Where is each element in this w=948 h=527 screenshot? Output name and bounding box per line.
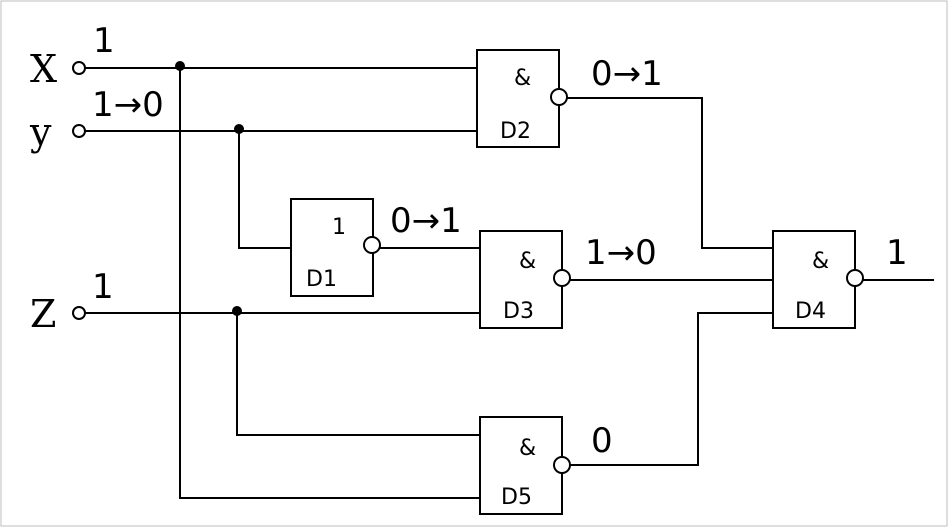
- gate-d1-body: [290, 198, 374, 297]
- gate-d3: & D3: [479, 230, 571, 329]
- input-z-value: 1: [92, 267, 114, 307]
- gate-d2-name: D2: [500, 119, 531, 144]
- gate-d4-body: [772, 230, 856, 329]
- gate-d1-name: D1: [306, 267, 337, 292]
- gate-d4-output-value: 1: [886, 233, 908, 273]
- input-x-terminal: [72, 61, 86, 75]
- gate-d3-output-value: 1→0: [585, 233, 657, 273]
- gate-d5-output-value: 0: [591, 421, 613, 461]
- gate-d2-body: [476, 49, 560, 148]
- wire-y-to-d1: [238, 128, 292, 249]
- input-z-label: Z: [30, 292, 56, 336]
- input-x-value: 1: [93, 21, 115, 61]
- junction-z: [232, 306, 242, 316]
- gate-d5-name: D5: [501, 485, 532, 510]
- gate-d1-symbol: 1: [332, 215, 346, 240]
- input-y-label: y: [29, 110, 52, 154]
- gate-d4: & D4: [772, 230, 864, 329]
- gate-d4-symbol: &: [812, 249, 829, 274]
- gate-d3-symbol: &: [519, 249, 536, 274]
- gate-d5-symbol: &: [519, 436, 536, 461]
- wire-z-to-d5: [236, 310, 481, 436]
- gate-d1: 1 D1: [290, 198, 381, 297]
- wire-x-to-d5: [179, 65, 481, 499]
- gate-d5: & D5: [479, 416, 571, 515]
- gate-d1-inverter-bubble: [363, 236, 381, 254]
- junction-y: [234, 124, 244, 134]
- gate-d2-symbol: &: [514, 66, 531, 91]
- gate-d2-output-value: 0→1: [591, 54, 663, 94]
- input-y-terminal: [72, 124, 86, 138]
- gate-d3-inverter-bubble: [553, 269, 571, 287]
- wire-d5-to-d4: [569, 312, 774, 466]
- gate-d4-inverter-bubble: [846, 269, 864, 287]
- gate-d4-name: D4: [795, 299, 826, 324]
- input-z-terminal: [72, 306, 86, 320]
- input-x-label: X: [30, 47, 57, 91]
- gate-d5-inverter-bubble: [553, 456, 571, 474]
- gate-d3-name: D3: [503, 299, 534, 324]
- gate-d1-output-value: 0→1: [390, 201, 462, 241]
- junction-x: [175, 61, 185, 71]
- gate-d2-inverter-bubble: [550, 88, 568, 106]
- gate-d2: & D2: [476, 49, 568, 148]
- wire-d2-to-d4: [567, 97, 774, 249]
- input-y-value: 1→0: [92, 85, 164, 125]
